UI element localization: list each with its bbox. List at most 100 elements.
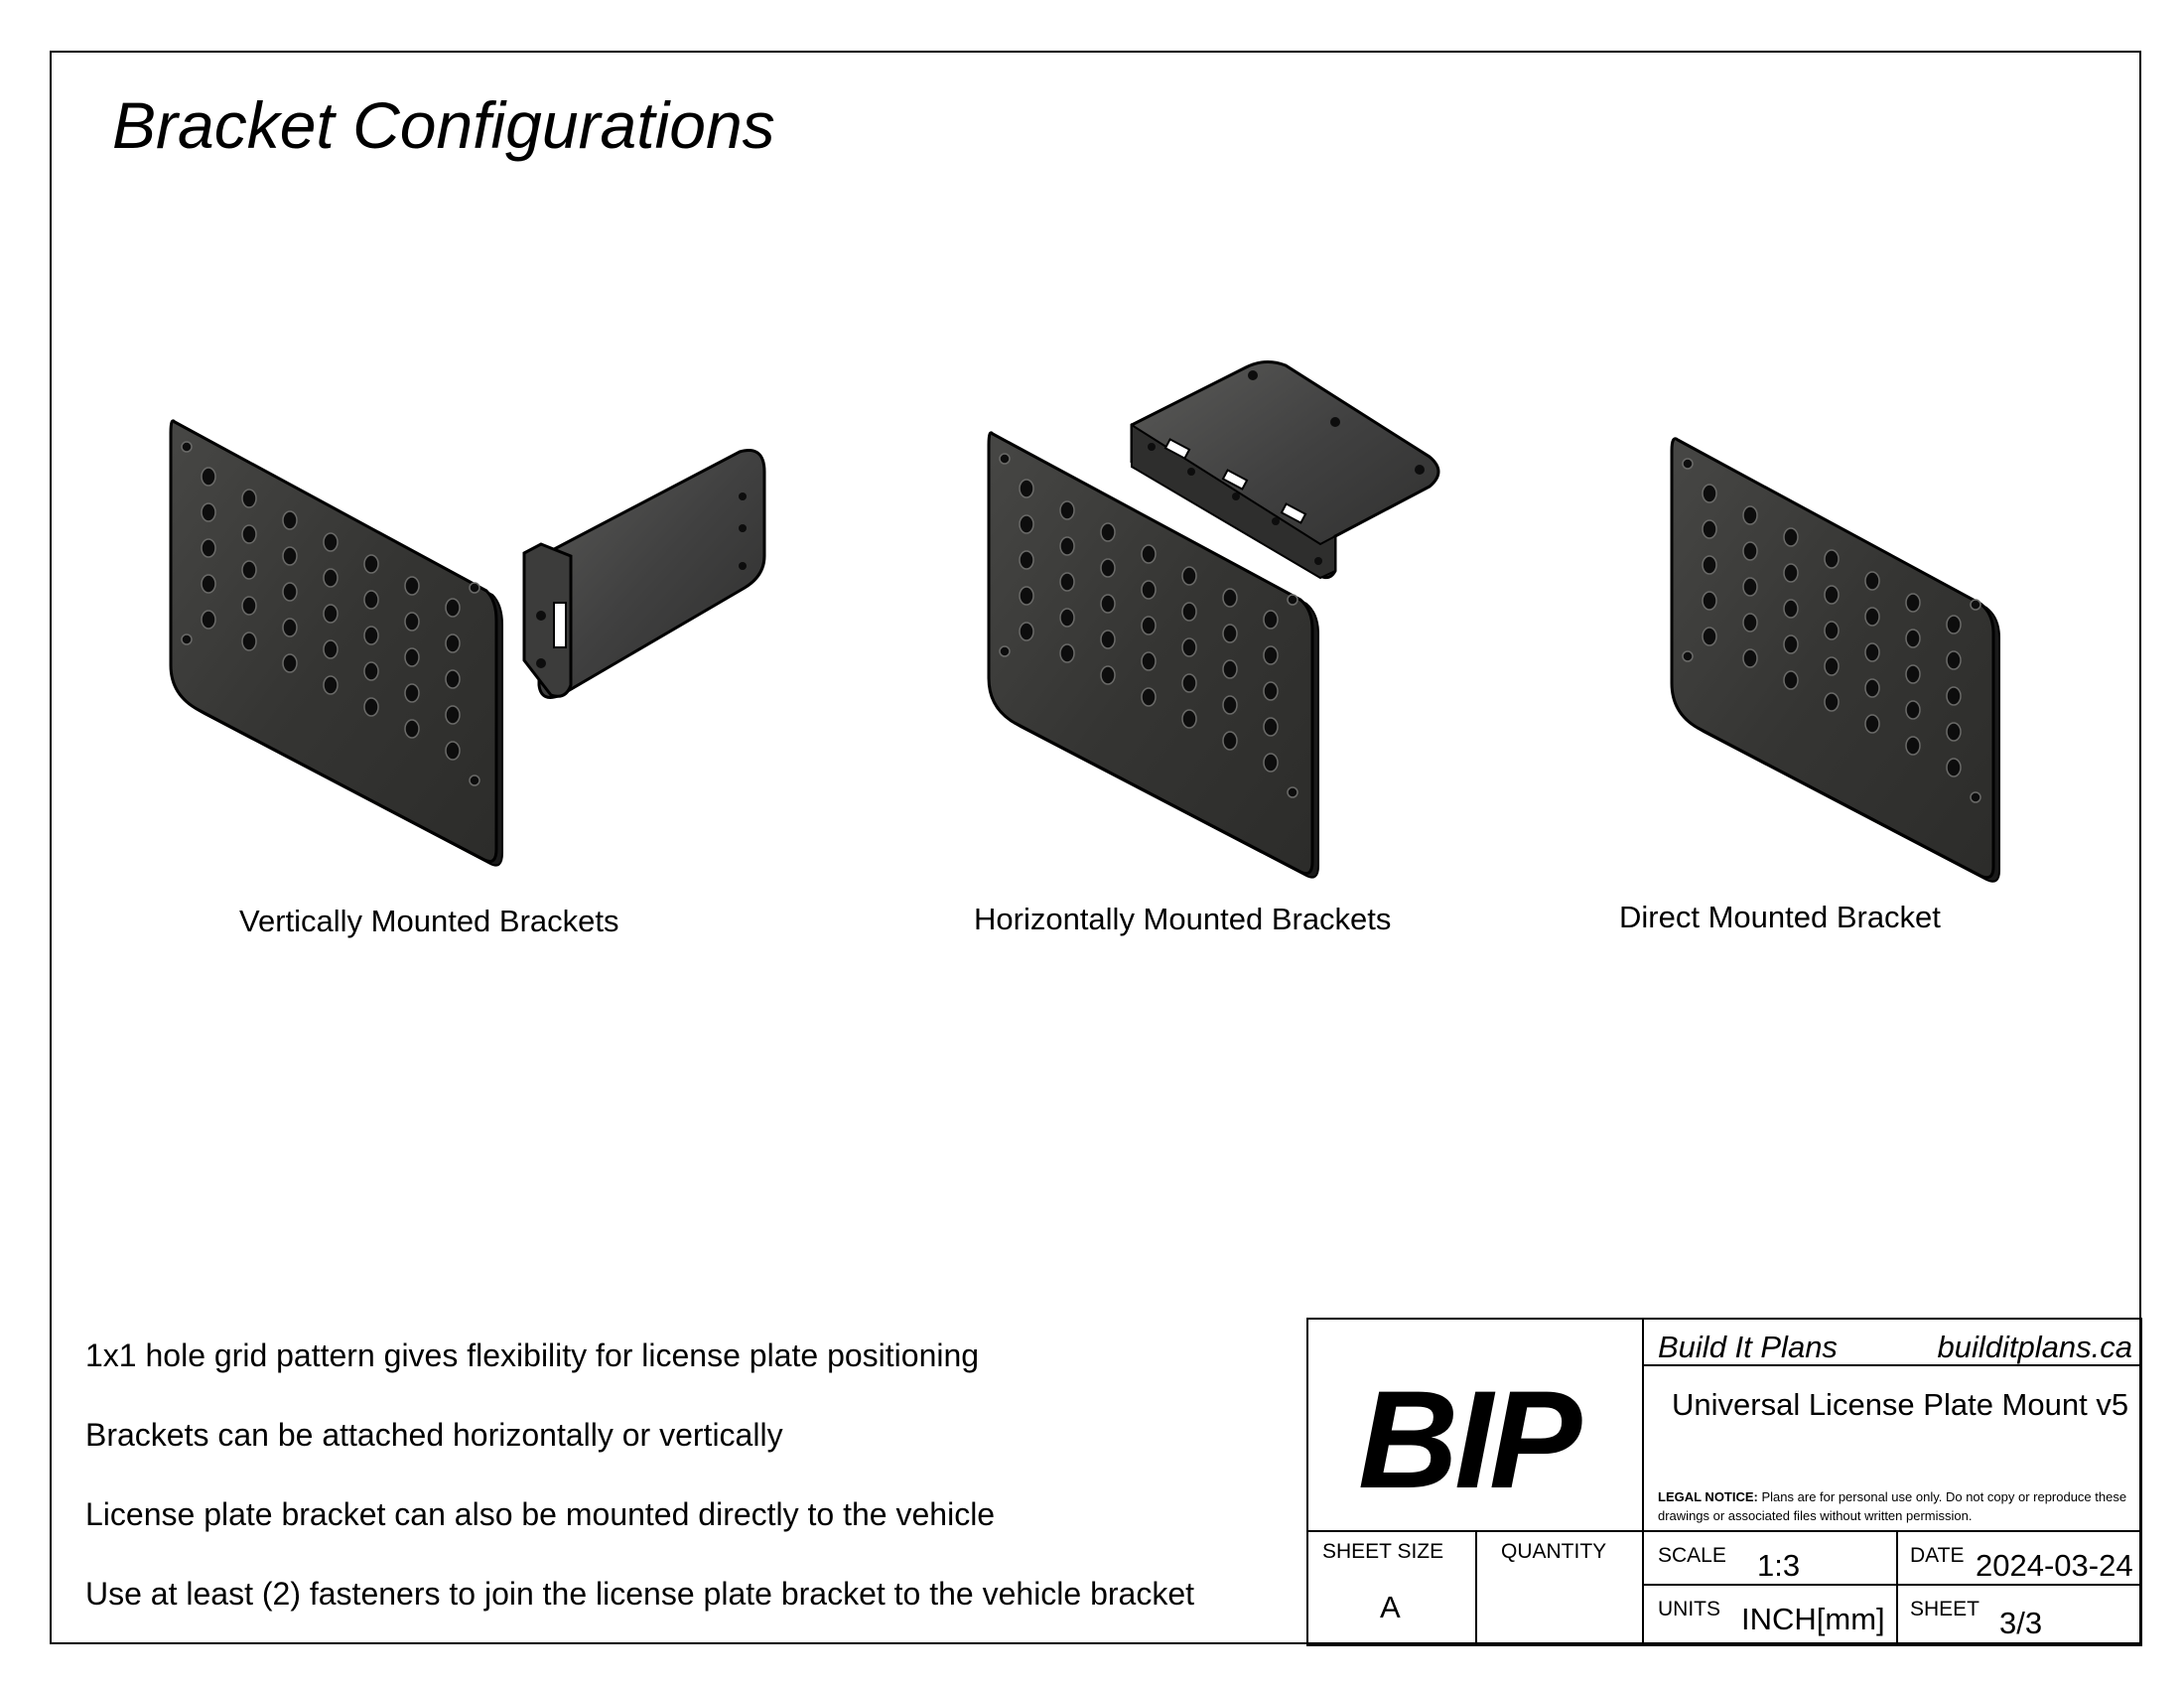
plate-hole [1905,593,1921,613]
scale-label: SCALE [1658,1544,1726,1567]
note-item: Use at least (2) fasteners to join the l… [85,1576,1195,1612]
plate-hole [1059,536,1075,556]
plate-hole [1263,681,1279,701]
plate-hole [404,683,420,703]
plate-hole [1100,558,1116,578]
plate-hole [363,661,379,681]
plate-hole [323,639,339,659]
company-name: Build It Plans [1658,1330,1838,1364]
plate-hole [241,632,257,651]
mount-hole [181,441,193,453]
plate-hole [1742,613,1758,633]
tb-divider [1896,1530,1898,1644]
plate-hole [1100,630,1116,649]
tb-divider [1644,1364,2140,1366]
mount-hole [999,645,1011,657]
plate-hole [1824,621,1840,640]
mount-hole [999,453,1011,465]
plate-hole [1181,673,1197,693]
plate-hole [323,675,339,695]
plate-hole [1263,645,1279,665]
plate-hole [363,554,379,574]
plate-hole [1019,479,1034,498]
mount-hole [1970,599,1981,611]
tb-divider [1644,1584,2140,1586]
plate-hole [1059,500,1075,520]
plate-hole [1181,709,1197,729]
plate-hole [1141,544,1157,564]
plate-hole [1141,616,1157,635]
plate-hole [323,604,339,624]
plate-hole [1181,602,1197,622]
plate-hole [1100,665,1116,685]
plate-hole [363,626,379,645]
mount-hole [1682,650,1694,662]
plate-hole [445,598,461,618]
plate-hole [282,653,298,673]
plate-hole [201,502,216,522]
plate-hole [1222,659,1238,679]
plate-hole [1019,622,1034,641]
plate-hole [1702,627,1717,646]
drawing-border [50,51,2141,1644]
vertical-license-plate [169,419,503,867]
plate-hole [1864,571,1880,591]
scale-value: 1:3 [1757,1548,1801,1583]
plate-hole [1019,514,1034,534]
plate-hole [1702,555,1717,575]
plate-hole [1783,527,1799,547]
plate-hole [201,574,216,594]
quantity-label: QUANTITY [1501,1540,1607,1563]
plate-hole [445,669,461,689]
plate-hole [282,618,298,637]
plate-hole [1702,519,1717,539]
tb-divider [1308,1530,2140,1532]
plate-hole [282,546,298,566]
plate-hole [1824,692,1840,712]
plate-hole [1864,678,1880,698]
project-title: Universal License Plate Mount v5 [1672,1387,2129,1422]
plate-hole [1019,586,1034,606]
date-label: DATE [1910,1544,1965,1567]
vertical-vehicle-bracket [522,449,766,699]
plate-hole [323,532,339,552]
plate-hole [445,633,461,653]
bip-logo: BIP [1358,1361,1581,1517]
plate-hole [1824,585,1840,605]
plate-hole [404,719,420,739]
legal-notice: LEGAL NOTICE: Plans are for personal use… [1658,1487,2134,1525]
note-item: Brackets can be attached horizontally or… [85,1417,783,1453]
date-value: 2024-03-24 [1976,1548,2133,1583]
units-label: UNITS [1658,1598,1720,1620]
plate-hole [1702,591,1717,611]
plate-hole [1864,714,1880,734]
plate-hole [404,647,420,667]
plate-hole [1059,643,1075,663]
plate-hole [1864,607,1880,627]
plate-hole [1946,615,1962,634]
plate-hole [241,489,257,508]
plate-hole [1946,758,1962,777]
plate-hole [1222,624,1238,643]
units-value: INCH[mm] [1741,1602,1885,1636]
plate-hole [282,582,298,602]
plate-hole [363,590,379,610]
horizontal-license-plate [987,431,1319,879]
plate-hole [1742,648,1758,668]
plate-hole [1141,687,1157,707]
plate-hole [1905,629,1921,648]
mount-hole [469,774,480,786]
mount-hole [1287,594,1298,606]
plate-hole [1905,736,1921,756]
tb-divider [1642,1320,1644,1644]
plate-hole [1019,550,1034,570]
plate-hole [1059,572,1075,592]
plate-hole [1783,670,1799,690]
website-link[interactable]: builditplans.ca [1937,1330,2132,1364]
plate-hole [201,538,216,558]
plate-hole [1141,651,1157,671]
plate-hole [1783,599,1799,619]
plate-hole [201,467,216,487]
direct-license-plate [1670,437,2000,883]
horizontal-vehicle-bracket [1130,360,1440,580]
